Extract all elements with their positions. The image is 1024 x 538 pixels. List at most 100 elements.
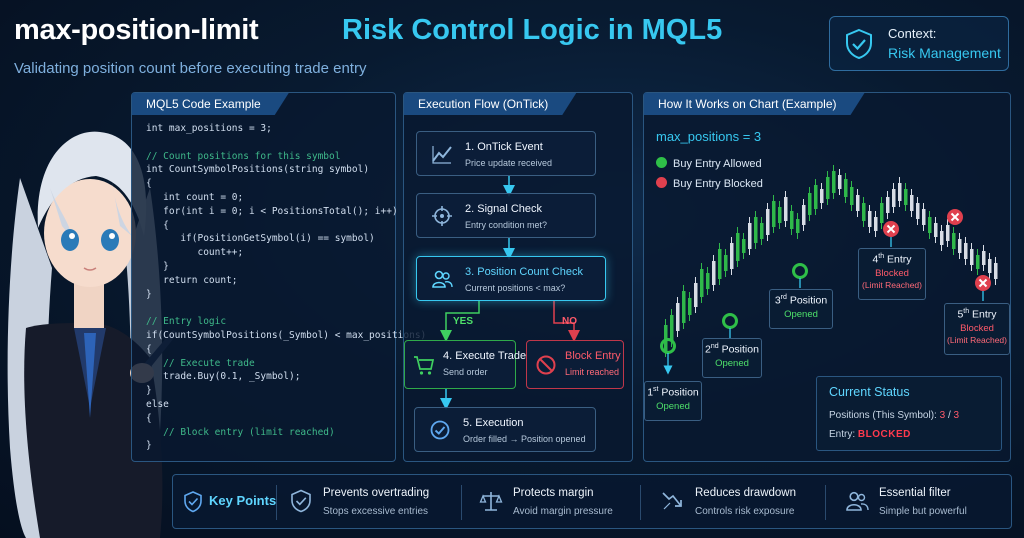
code-line: int max_positions = 3; <box>146 123 272 134</box>
candle-body <box>724 255 728 271</box>
context-badge: Context: Risk Management <box>829 16 1009 71</box>
candle-body <box>820 189 824 203</box>
candle-body <box>844 179 848 197</box>
divider <box>640 485 641 520</box>
candle-body <box>898 183 902 201</box>
entry-3-marker <box>792 263 808 288</box>
candle-body <box>832 171 836 193</box>
code-line: { <box>146 178 152 190</box>
candle-body <box>934 223 938 237</box>
candle-body <box>922 209 926 225</box>
check-circle-icon <box>430 420 450 439</box>
candle-body <box>814 185 818 209</box>
candle-body <box>694 283 698 307</box>
entry-4-marker <box>883 221 899 247</box>
candle-body <box>766 209 770 235</box>
candle-body <box>742 239 746 253</box>
entry-5-marker <box>975 275 991 301</box>
entry-1-marker <box>660 338 676 375</box>
code-line: } <box>146 385 152 397</box>
code-line: } <box>146 288 152 300</box>
flow-step-block-entry: Block Entry Limit reached <box>526 340 624 389</box>
trend-down-icon <box>662 492 682 510</box>
entry-2-tag: 2nd Position Opened <box>702 338 762 378</box>
candle-body <box>718 249 722 279</box>
candle-body <box>838 175 842 189</box>
shield-check-icon <box>846 28 872 60</box>
code-line: } <box>146 440 152 452</box>
legend-allowed: Buy Entry Allowed <box>656 157 762 170</box>
candle-body <box>862 203 866 221</box>
code-line: { <box>146 412 152 424</box>
candle-body <box>904 189 908 205</box>
page-subtitle: Validating position count before executi… <box>14 60 367 77</box>
code-line: if(CountSymbolPositions(_Symbol) < max_p… <box>146 330 427 341</box>
code-line: int CountSymbolPositions(string symbol) <box>146 164 370 176</box>
blocked-x-icon <box>656 177 667 188</box>
no-label: NO <box>562 316 577 327</box>
page-title: max-position-limit <box>14 14 259 46</box>
status-positions: Positions (This Symbol): 3 / 3 <box>829 410 960 421</box>
candle-body <box>712 261 716 285</box>
divider <box>276 485 277 520</box>
candle-body <box>982 251 986 265</box>
code-line: // Block entry (limit reached) <box>146 426 335 438</box>
flow-step-signal-check: 2. Signal Check Entry condition met? <box>416 193 596 238</box>
candle-body <box>706 273 710 289</box>
candle-body <box>676 303 680 331</box>
candle-body <box>682 291 686 323</box>
key-point-margin: Protects margin Avoid margin pressure <box>479 475 649 530</box>
candle-body <box>730 243 734 269</box>
code-line: else <box>146 399 169 410</box>
yes-label: YES <box>453 316 474 327</box>
code-line: trade.Buy(0.1, _Symbol); <box>146 371 301 383</box>
candle-body <box>802 205 806 225</box>
scale-icon <box>479 492 503 511</box>
allowed-dot-icon <box>656 157 667 168</box>
current-status-box: Current Status Positions (This Symbol): … <box>816 376 1002 451</box>
candle-body <box>892 189 896 207</box>
code-line: count++; <box>146 247 244 259</box>
code-line: // Count positions for this symbol <box>146 150 341 162</box>
flow-step-execute-trade: 4. Execute Trade Send order <box>404 340 526 389</box>
code-line: // Execute trade <box>146 357 255 369</box>
candle-body <box>874 217 878 231</box>
shield-check-icon <box>291 489 311 513</box>
status-title: Current Status <box>829 385 910 399</box>
candle-body <box>796 219 800 233</box>
candle-body <box>964 243 968 259</box>
key-points-bar: Key Points Prevents overtrading Stops ex… <box>172 474 1012 529</box>
candle-body <box>850 187 854 205</box>
entry-4-alt-marker <box>947 209 963 225</box>
context-value: Risk Management <box>888 45 1001 61</box>
candle-body <box>808 193 812 215</box>
candle-body <box>940 231 944 245</box>
candle-body <box>754 217 758 243</box>
max-positions-variable: max_positions = 3 <box>656 129 762 144</box>
candle-body <box>688 298 692 315</box>
legend-blocked: Buy Entry Blocked <box>656 177 763 190</box>
status-entry: Entry: BLOCKED <box>829 429 911 440</box>
entry-5-tag: 5th Entry Blocked (Limit Reached) <box>944 303 1010 355</box>
candle-body <box>856 195 860 211</box>
flow-step-ontick: 1. OnTick Event Price update received <box>416 131 596 176</box>
candle-body <box>976 255 980 269</box>
candle-body <box>670 315 674 341</box>
candle-body <box>886 197 890 213</box>
flow-connectors <box>440 176 580 410</box>
key-point-filter: Essential filter Simple but powerful <box>845 475 1005 530</box>
candle-body <box>958 239 962 253</box>
entry-2-marker <box>722 313 738 338</box>
users-icon <box>846 491 869 511</box>
candle-body <box>664 325 668 351</box>
candle-body <box>784 197 788 221</box>
code-line: { <box>146 343 152 355</box>
candle-body <box>970 249 974 265</box>
crosshair-icon <box>432 205 452 226</box>
flow-step-execution: 5. Execution Order filled → Position ope… <box>414 407 596 452</box>
candle-body <box>952 233 956 249</box>
candle-body <box>772 201 776 227</box>
candle-body <box>790 211 794 229</box>
code-line: int count = 0; <box>146 192 244 203</box>
key-points-title: Key Points <box>209 493 277 508</box>
